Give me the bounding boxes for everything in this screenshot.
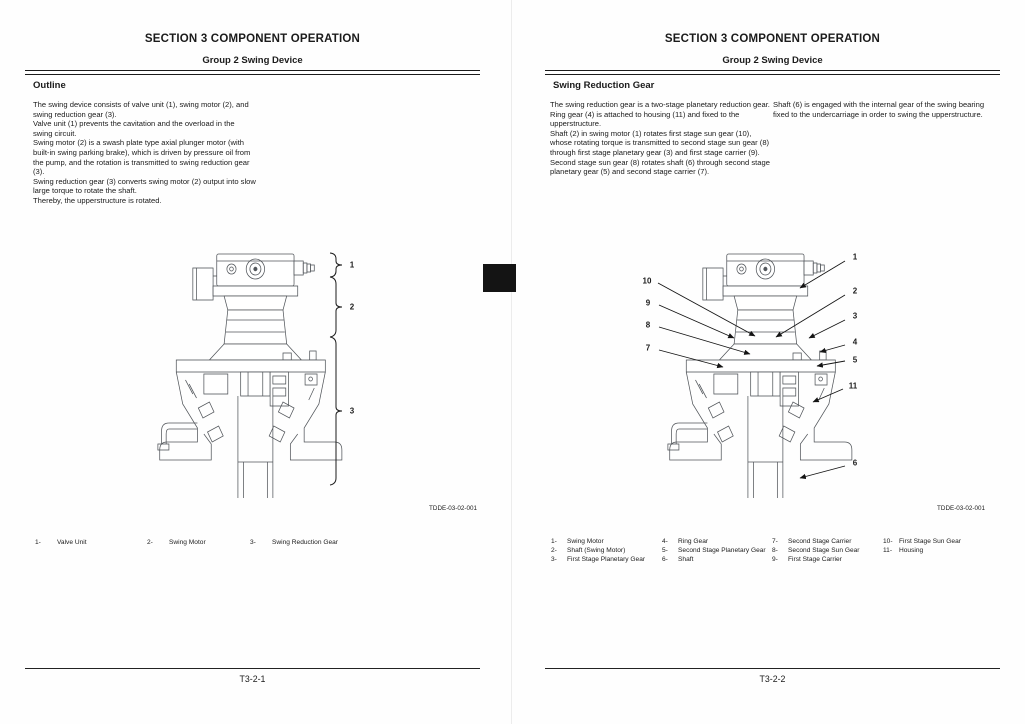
- figure-code: TDDE-03-02-001: [937, 505, 985, 512]
- legend-item: 10- First Stage Sun Gear: [883, 537, 961, 546]
- legend-item: 1- Swing Motor: [551, 537, 645, 546]
- legend-number: 11-: [883, 547, 893, 555]
- binding-mark: [483, 264, 516, 292]
- legend-number: 9-: [772, 556, 778, 564]
- legend-column: 1- Swing Motor 2- Shaft (Swing Motor) 3- Fi…: [551, 537, 645, 565]
- legend-label: First Stage Carrier: [788, 556, 842, 564]
- callout-label: 10: [642, 276, 652, 286]
- group-title: Group 2 Swing Device: [202, 55, 303, 66]
- legend-number: 10-: [883, 538, 893, 545]
- bracket-2: [329, 276, 343, 338]
- legend-item: 3- Swing Reduction Gear: [250, 539, 338, 546]
- legend-item: 6- Shaft: [662, 555, 766, 564]
- page-left: SECTION 3 COMPONENT OPERATION Group 2 Sw…: [25, 0, 480, 724]
- footer-rule: [25, 668, 480, 669]
- swing-device-figure: 1 2 3: [140, 245, 375, 500]
- legend-number: 8-: [772, 547, 778, 555]
- legend-number: 5-: [662, 547, 668, 555]
- legend-column: 4- Ring Gear 5- Second Stage Planetary Gea…: [662, 537, 766, 565]
- page-number: T3-2-1: [239, 674, 266, 684]
- legend-number: 6-: [662, 556, 668, 564]
- callout-label: 1: [852, 252, 858, 262]
- paragraph: Ring gear (4) is attached to housing (11…: [550, 109, 740, 129]
- paragraph: Thereby, the upperstructure is rotated.: [33, 195, 162, 205]
- callout-label: 4: [852, 337, 858, 347]
- swing-reduction-gear-heading: Swing Reduction Gear: [553, 80, 655, 91]
- paragraph: Shaft (2) in swing motor (1) rotates fir…: [550, 128, 770, 157]
- legend-item: 2- Shaft (Swing Motor): [551, 546, 645, 555]
- body-text-column-1: The swing reduction gear is a two-stage …: [550, 100, 773, 177]
- section-title: SECTION 3 COMPONENT OPERATION: [664, 33, 881, 45]
- outline-heading: Outline: [33, 80, 66, 91]
- body-text-column-2: Shaft (6) is engaged with the internal g…: [773, 100, 987, 119]
- callout-label: 6: [852, 458, 858, 468]
- legend-item: 9- First Stage Carrier: [772, 555, 859, 564]
- legend-number: 3-: [250, 539, 256, 546]
- callout-label: 9: [645, 298, 651, 308]
- page-right: SECTION 3 COMPONENT OPERATION Group 2 Sw…: [545, 0, 1000, 724]
- legend-label: Second Stage Sun Gear: [788, 547, 860, 555]
- legend-number: 4-: [662, 538, 668, 545]
- swing-device-cross-section: [157, 252, 343, 499]
- callout-arrows: [657, 260, 846, 480]
- legend-label: Shaft (Swing Motor): [567, 547, 626, 555]
- legend-item: 2- Swing Motor: [147, 539, 206, 546]
- callout-label: 1: [349, 260, 355, 270]
- paragraph: Swing reduction gear (3) converts swing …: [33, 176, 256, 196]
- header-rule: [545, 70, 1000, 75]
- figure-code: TDDE-03-02-001: [429, 505, 477, 512]
- swing-reduction-gear-figure: 1 2 3 4 5 11 6 10 9 8 7: [630, 245, 880, 500]
- legend-item: 3- First Stage Planetary Gear: [551, 555, 645, 564]
- paragraph: Shaft (6) is engaged with the internal g…: [773, 100, 985, 119]
- paragraph: Swing motor (2) is a swash plate type ax…: [33, 138, 251, 177]
- group-title: Group 2 Swing Device: [722, 55, 823, 66]
- legend-item: 5- Second Stage Planetary Gear: [662, 546, 766, 555]
- callout-label: 11: [848, 381, 858, 391]
- legend-label: First Stage Sun Gear: [899, 538, 961, 545]
- legend-number: 7-: [772, 538, 778, 545]
- legend-item: 1- Valve Unit: [35, 539, 87, 546]
- paragraph: The swing device consists of valve unit …: [33, 100, 249, 119]
- swing-reduction-gear-cross-section: [657, 253, 853, 499]
- section-title: SECTION 3 COMPONENT OPERATION: [144, 33, 361, 45]
- legend-number: 2-: [147, 539, 153, 546]
- legend-label: Valve Unit: [57, 539, 87, 546]
- legend-label: Swing Motor: [567, 538, 604, 545]
- callout-label: 3: [349, 406, 355, 416]
- legend-number: 1-: [551, 538, 557, 545]
- bracket-1: [329, 252, 343, 278]
- legend-item: 11- Housing: [883, 546, 961, 555]
- callout-label: 8: [645, 320, 651, 330]
- body-text: The swing device consists of valve unit …: [33, 100, 256, 206]
- callout-label: 3: [852, 311, 858, 321]
- legend-label: Ring Gear: [678, 538, 709, 545]
- page-number: T3-2-2: [759, 674, 786, 684]
- legend-label: Second Stage Carrier: [788, 538, 852, 545]
- callout-label: 7: [645, 343, 651, 353]
- legend-label: Housing: [899, 547, 924, 555]
- legend-number: 3-: [551, 556, 557, 564]
- legend-label: Swing Motor: [169, 539, 206, 546]
- legend-column: 7- Second Stage Carrier 8- Second Stage Su…: [772, 537, 859, 565]
- callout-label: 2: [349, 302, 355, 312]
- legend-column: 10- First Stage Sun Gear 11- Housing: [883, 537, 961, 555]
- legend-label: Shaft: [678, 556, 694, 564]
- legend-label: First Stage Planetary Gear: [567, 556, 646, 564]
- footer-rule: [545, 668, 1000, 669]
- legend-item: 7- Second Stage Carrier: [772, 537, 859, 546]
- callout-label: 2: [852, 286, 858, 296]
- legend-label: Swing Reduction Gear: [272, 539, 338, 546]
- header-rule: [25, 70, 480, 75]
- paragraph: The swing reduction gear is a two-stage …: [550, 100, 770, 109]
- page-divider: [511, 0, 512, 724]
- legend-number: 1-: [35, 539, 41, 546]
- legend-item: 4- Ring Gear: [662, 537, 766, 546]
- paragraph: Second stage sun gear (8) rotates shaft …: [550, 157, 770, 177]
- bracket-3: [329, 336, 343, 486]
- legend-label: Second Stage Planetary Gear: [678, 547, 766, 555]
- legend-item: 8- Second Stage Sun Gear: [772, 546, 859, 555]
- legend-number: 2-: [551, 547, 557, 555]
- paragraph: Valve unit (1) prevents the cavitation a…: [33, 119, 235, 138]
- callout-label: 5: [852, 355, 858, 365]
